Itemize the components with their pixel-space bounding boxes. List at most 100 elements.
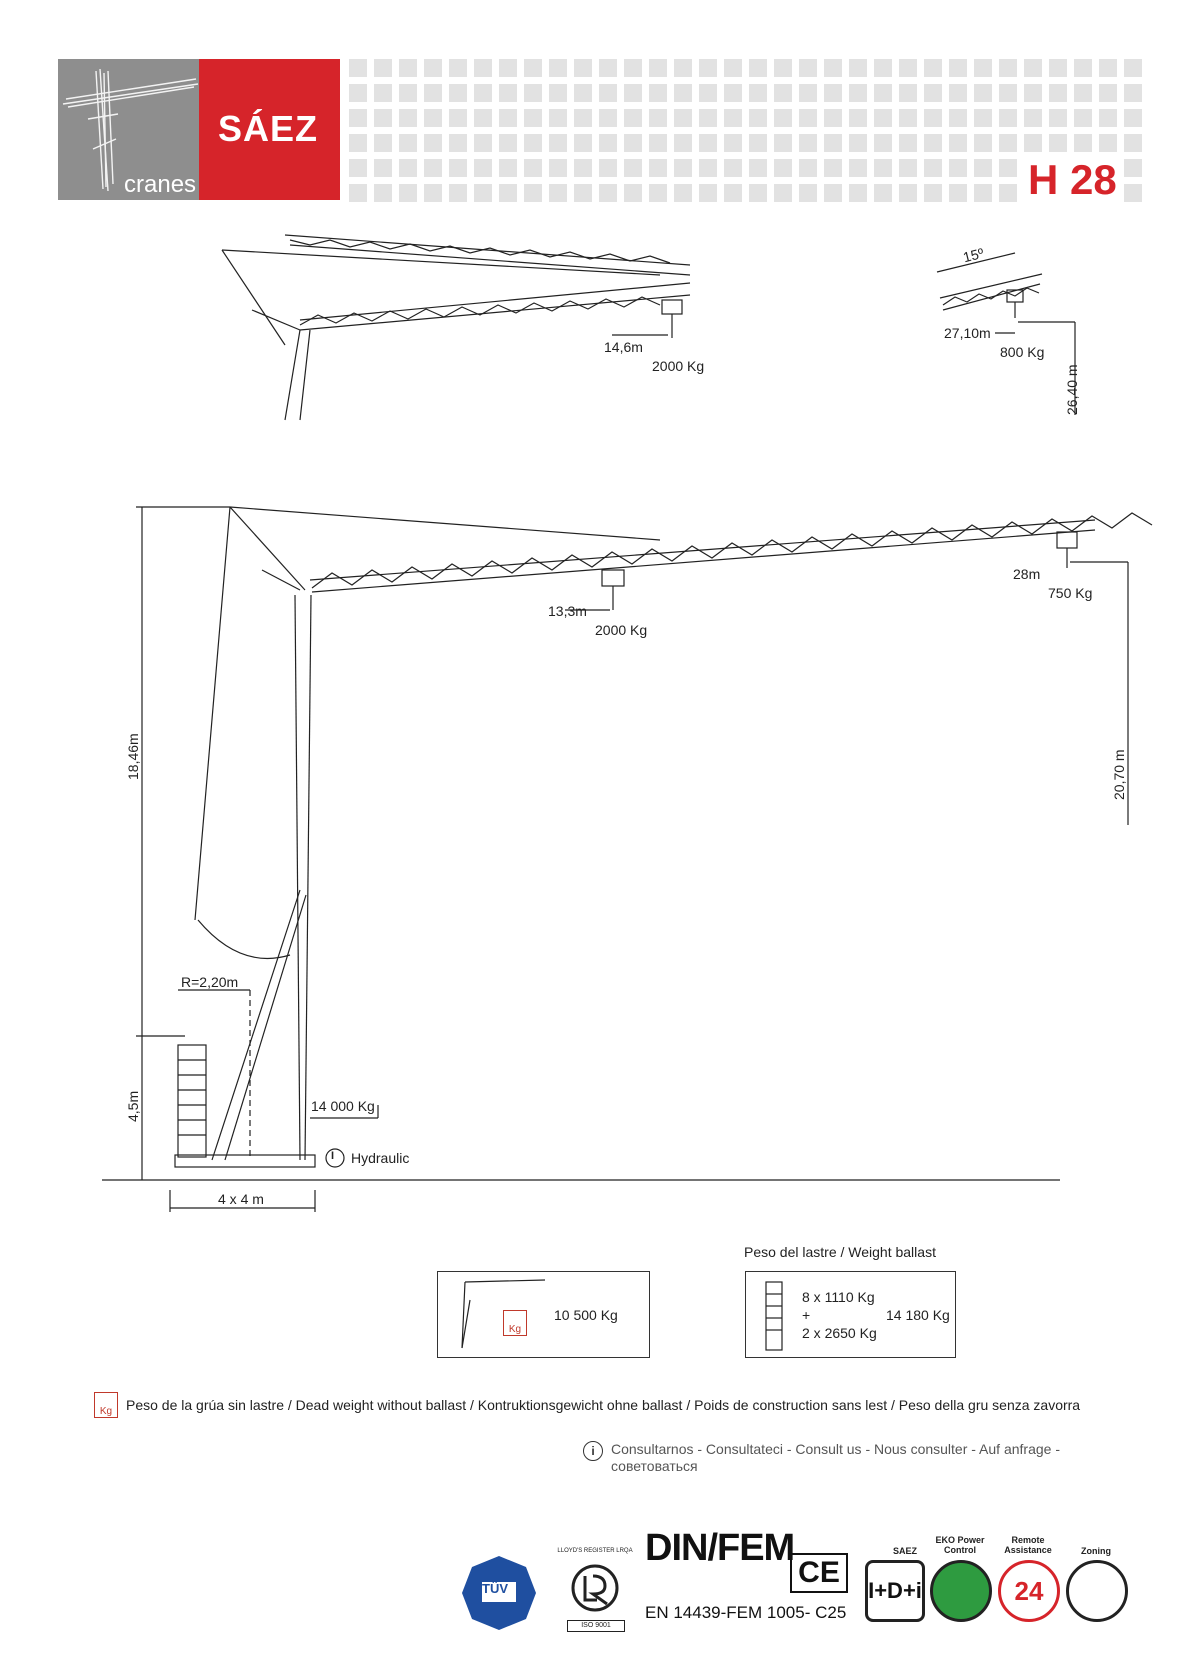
header-grid-square <box>974 59 992 77</box>
header-grid-square <box>1074 134 1092 152</box>
header-grid-square <box>849 59 867 77</box>
header-grid-square <box>1124 84 1142 102</box>
header-grid-square <box>1024 109 1042 127</box>
header-grid-square <box>774 109 792 127</box>
header-grid-square <box>574 84 592 102</box>
header-grid-square <box>674 84 692 102</box>
crane-main-drawing <box>102 506 1153 1212</box>
header-grid-square <box>424 184 442 202</box>
header-grid-square <box>374 84 392 102</box>
header-grid-square <box>849 184 867 202</box>
header-grid-square <box>1124 134 1142 152</box>
header-grid-square <box>824 184 842 202</box>
header-grid-square <box>424 84 442 102</box>
folded-radius-label: 14,6m <box>604 339 643 355</box>
brand-subtitle: cranes <box>124 171 197 198</box>
header-grid-square <box>1049 59 1067 77</box>
header-grid-square <box>949 109 967 127</box>
remote-label: Remote Assistance <box>1004 1535 1052 1555</box>
header-grid-square <box>624 84 642 102</box>
header-grid-square <box>999 134 1017 152</box>
header-grid-square <box>874 134 892 152</box>
tip-radius-label: 28m <box>1013 566 1041 582</box>
header-grid-square <box>524 134 542 152</box>
header-grid-square <box>724 159 742 177</box>
logo-grey-panel <box>58 59 199 200</box>
header-grid-square <box>1074 109 1092 127</box>
header-grid-square <box>1099 134 1117 152</box>
header-grid-square <box>799 184 817 202</box>
header-grid-square <box>1049 84 1067 102</box>
header-grid-square <box>724 134 742 152</box>
base-size-label: 4 x 4 m <box>218 1191 264 1207</box>
header-grid-square <box>349 84 367 102</box>
remote-assistance-icon: 24 <box>998 1560 1060 1622</box>
header-grid-square <box>924 84 942 102</box>
header-grid-square <box>374 109 392 127</box>
header-grid-square <box>874 59 892 77</box>
header-grid-square <box>1124 159 1142 177</box>
header-grid-square <box>499 59 517 77</box>
header-grid-square <box>899 159 917 177</box>
header-grid-square <box>549 59 567 77</box>
tuv-text: TÜV <box>482 1581 508 1596</box>
kg-weight-icon: Kg <box>503 1310 527 1336</box>
header-grid-square <box>974 84 992 102</box>
counter-radius-label: R=2,20m <box>181 974 239 990</box>
header-grid-square <box>824 134 842 152</box>
header-grid-square <box>924 184 942 202</box>
consult-note: i Consultarnos - Consultateci - Consult … <box>583 1441 1103 1475</box>
header-grid-square <box>774 59 792 77</box>
header-grid-square <box>974 184 992 202</box>
header-grid-square <box>749 184 767 202</box>
header-grid-square <box>599 134 617 152</box>
header-grid-square <box>524 59 542 77</box>
header-grid-square <box>524 109 542 127</box>
header-grid-square <box>499 134 517 152</box>
header-grid-square <box>949 59 967 77</box>
header-grid-square <box>749 109 767 127</box>
header-grid-square <box>774 184 792 202</box>
header-grid-square <box>649 159 667 177</box>
header-grid-square <box>874 84 892 102</box>
header-grid-square <box>999 59 1017 77</box>
header-grid-square <box>824 59 842 77</box>
header-grid-square <box>699 184 717 202</box>
header-grid-square <box>699 59 717 77</box>
model-title: H 28 <box>1022 156 1123 204</box>
header-grid-square <box>999 84 1017 102</box>
header-grid-square <box>449 134 467 152</box>
header-grid-square <box>999 184 1017 202</box>
header-grid-square <box>399 134 417 152</box>
header-grid-square <box>1024 134 1042 152</box>
ballast-line2: 2 x 2650 Kg <box>802 1325 877 1341</box>
header-grid-square <box>524 159 542 177</box>
header-grid-square <box>899 59 917 77</box>
header-grid-square <box>599 109 617 127</box>
header-grid-square <box>424 109 442 127</box>
header-grid-square <box>549 159 567 177</box>
header-grid-square <box>374 184 392 202</box>
crane-folded-drawing <box>221 234 691 421</box>
header-grid-square <box>499 159 517 177</box>
header-grid-square <box>774 84 792 102</box>
legend-text: Peso de la grúa sin lastre / Dead weight… <box>126 1397 1081 1413</box>
tip-load-label: 750 Kg <box>1048 585 1093 601</box>
header-grid-square <box>749 59 767 77</box>
header-grid-square <box>549 84 567 102</box>
header-grid-square <box>374 134 392 152</box>
header-grid-square <box>399 109 417 127</box>
header-grid-square <box>524 84 542 102</box>
lloyds-register-icon <box>571 1564 619 1612</box>
header-grid-square <box>1124 59 1142 77</box>
header-grid-square <box>474 109 492 127</box>
header-grid-square <box>649 134 667 152</box>
idi-badge: I+D+i <box>865 1560 925 1622</box>
header-grid-square <box>899 134 917 152</box>
header-grid-square <box>899 84 917 102</box>
header-grid-square <box>999 109 1017 127</box>
header-grid-square <box>799 109 817 127</box>
eko-label: EKO Power Control <box>935 1535 985 1555</box>
header-grid-square <box>349 134 367 152</box>
header-grid-square <box>924 59 942 77</box>
